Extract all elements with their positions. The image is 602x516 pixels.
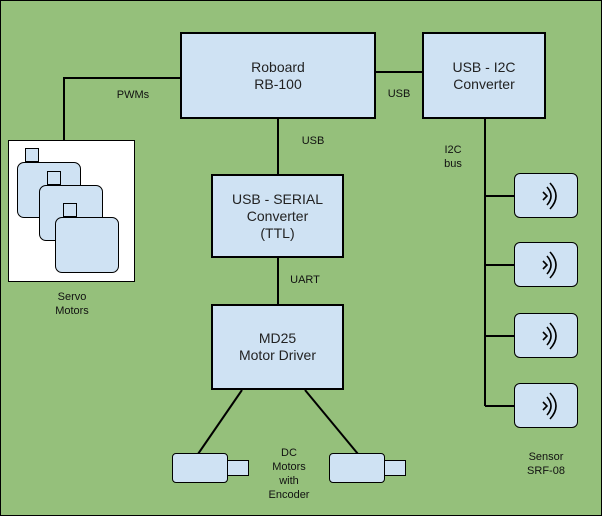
ultrasonic-sensor-icon <box>514 313 578 358</box>
roboard-name: Roboard <box>251 58 305 75</box>
motor-link-right <box>304 389 359 455</box>
md25-title: MD25 <box>258 330 297 346</box>
servo-motors-label: Servo Motors <box>55 291 89 317</box>
servo-motors-panel <box>8 140 135 282</box>
usb-serial-subtitle: Converter <box>246 207 309 224</box>
usb-i2c-title: USB - I2C <box>452 58 516 75</box>
usb-serial-converter-box: USB - SERIAL Converter (TTL) <box>211 174 344 258</box>
dc-motor-icon <box>172 453 250 483</box>
usb-down-label: USB <box>301 135 325 147</box>
i2c-bus-label: I2C bus <box>444 144 462 170</box>
md25-motor-driver-box: MD25 Motor Driver <box>211 304 344 390</box>
ultrasonic-sensor-icon <box>514 173 578 218</box>
pwm-connector <box>63 77 180 140</box>
uart-label: UART <box>290 274 320 286</box>
usb-serial-title: USB - SERIAL <box>231 190 324 207</box>
servo-motor-icon <box>55 203 119 273</box>
sensor-label: Sensor SRF-08 <box>527 451 565 477</box>
usb-i2c-subtitle: Converter <box>453 75 515 92</box>
dc-motors-label: DC Motors with Encoder <box>268 447 310 501</box>
md25-subtitle: Motor Driver <box>238 347 316 363</box>
pwms-label: PWMs <box>116 89 150 101</box>
dc-motor-icon <box>329 453 407 483</box>
motor-link-left <box>197 389 243 455</box>
usb-serial-ttl: (TTL) <box>260 224 295 241</box>
usb-i2c-converter-box: USB - I2C Converter <box>422 32 546 119</box>
ultrasonic-sensor-icon <box>514 242 578 287</box>
roboard-model: RB-100 <box>254 75 302 92</box>
ultrasonic-sensor-icon <box>514 383 578 428</box>
usb-right-label: USB <box>387 88 411 100</box>
roboard-box: Roboard RB-100 <box>180 32 376 119</box>
